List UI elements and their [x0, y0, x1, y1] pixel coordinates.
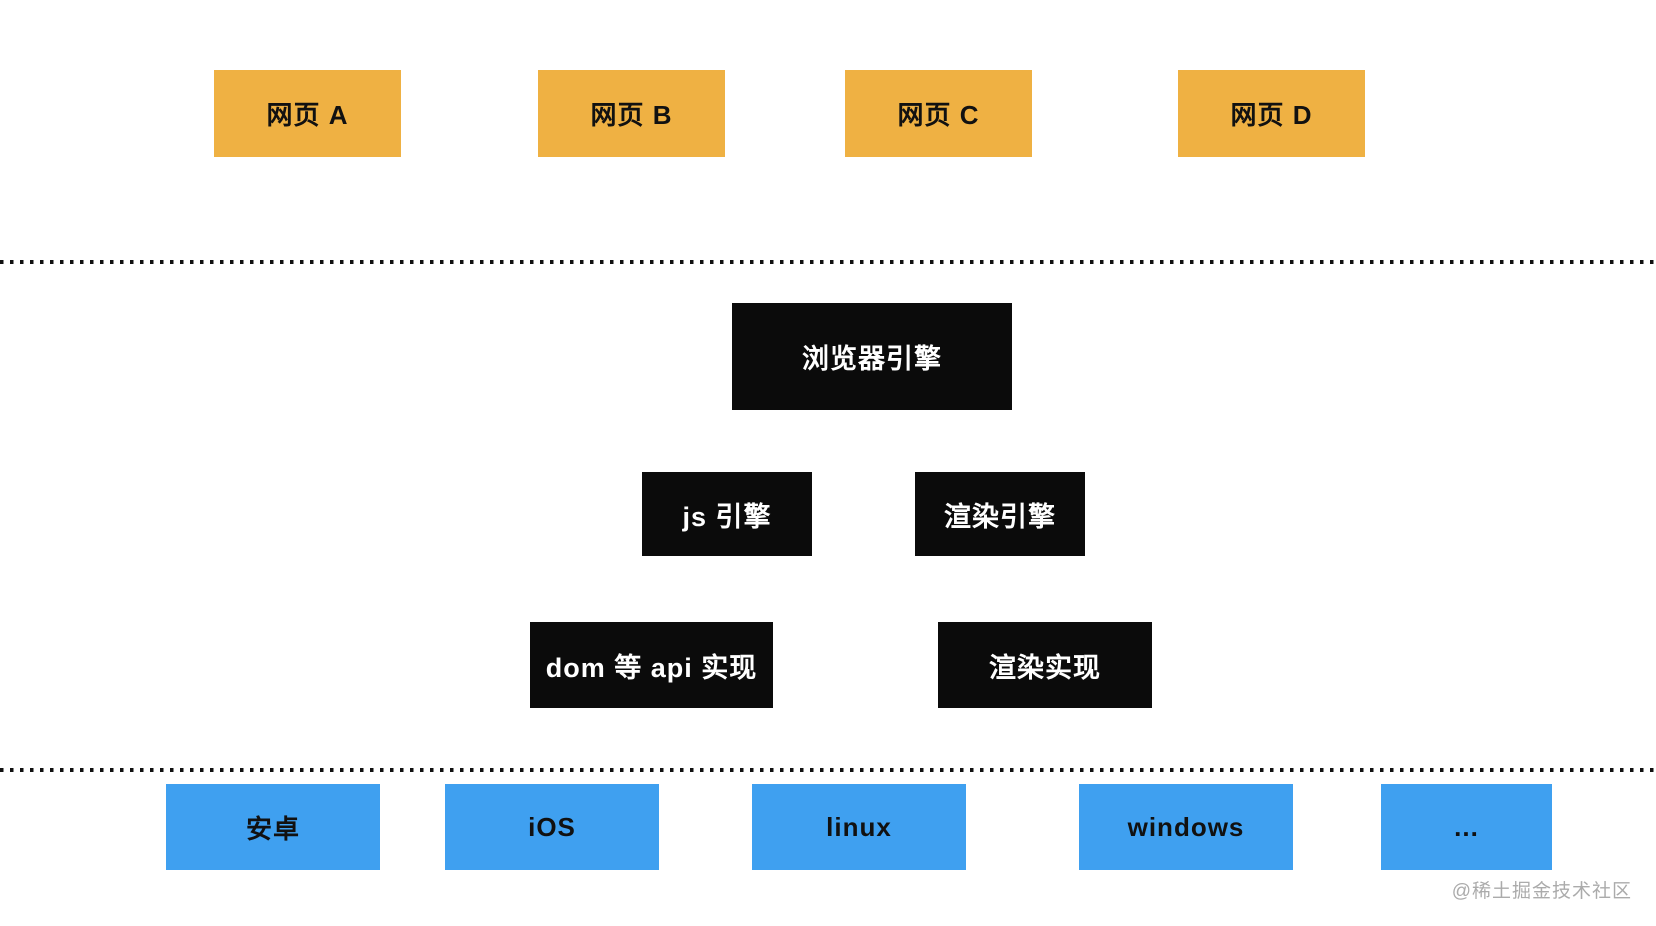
webpage-a-box: 网页 A [214, 70, 401, 157]
dom-api-implementation-box: dom 等 api 实现 [530, 622, 773, 708]
webpage-d-box: 网页 D [1178, 70, 1365, 157]
webpage-c-box: 网页 C [845, 70, 1032, 157]
platform-ios-box: iOS [445, 784, 659, 870]
platform-windows-box: windows [1079, 784, 1293, 870]
js-engine-box: js 引擎 [642, 472, 812, 556]
dotted-separator-top [0, 260, 1656, 264]
render-implementation-box: 渲染实现 [938, 622, 1152, 708]
platform-linux-box: linux [752, 784, 966, 870]
platform-android-box: 安卓 [166, 784, 380, 870]
browser-engine-box: 浏览器引擎 [732, 303, 1012, 410]
platform-more-box: ... [1381, 784, 1552, 870]
dotted-separator-bottom [0, 768, 1656, 772]
render-engine-box: 渲染引擎 [915, 472, 1085, 556]
juejin-watermark: @稀土掘金技术社区 [1451, 881, 1632, 902]
webpage-b-box: 网页 B [538, 70, 725, 157]
